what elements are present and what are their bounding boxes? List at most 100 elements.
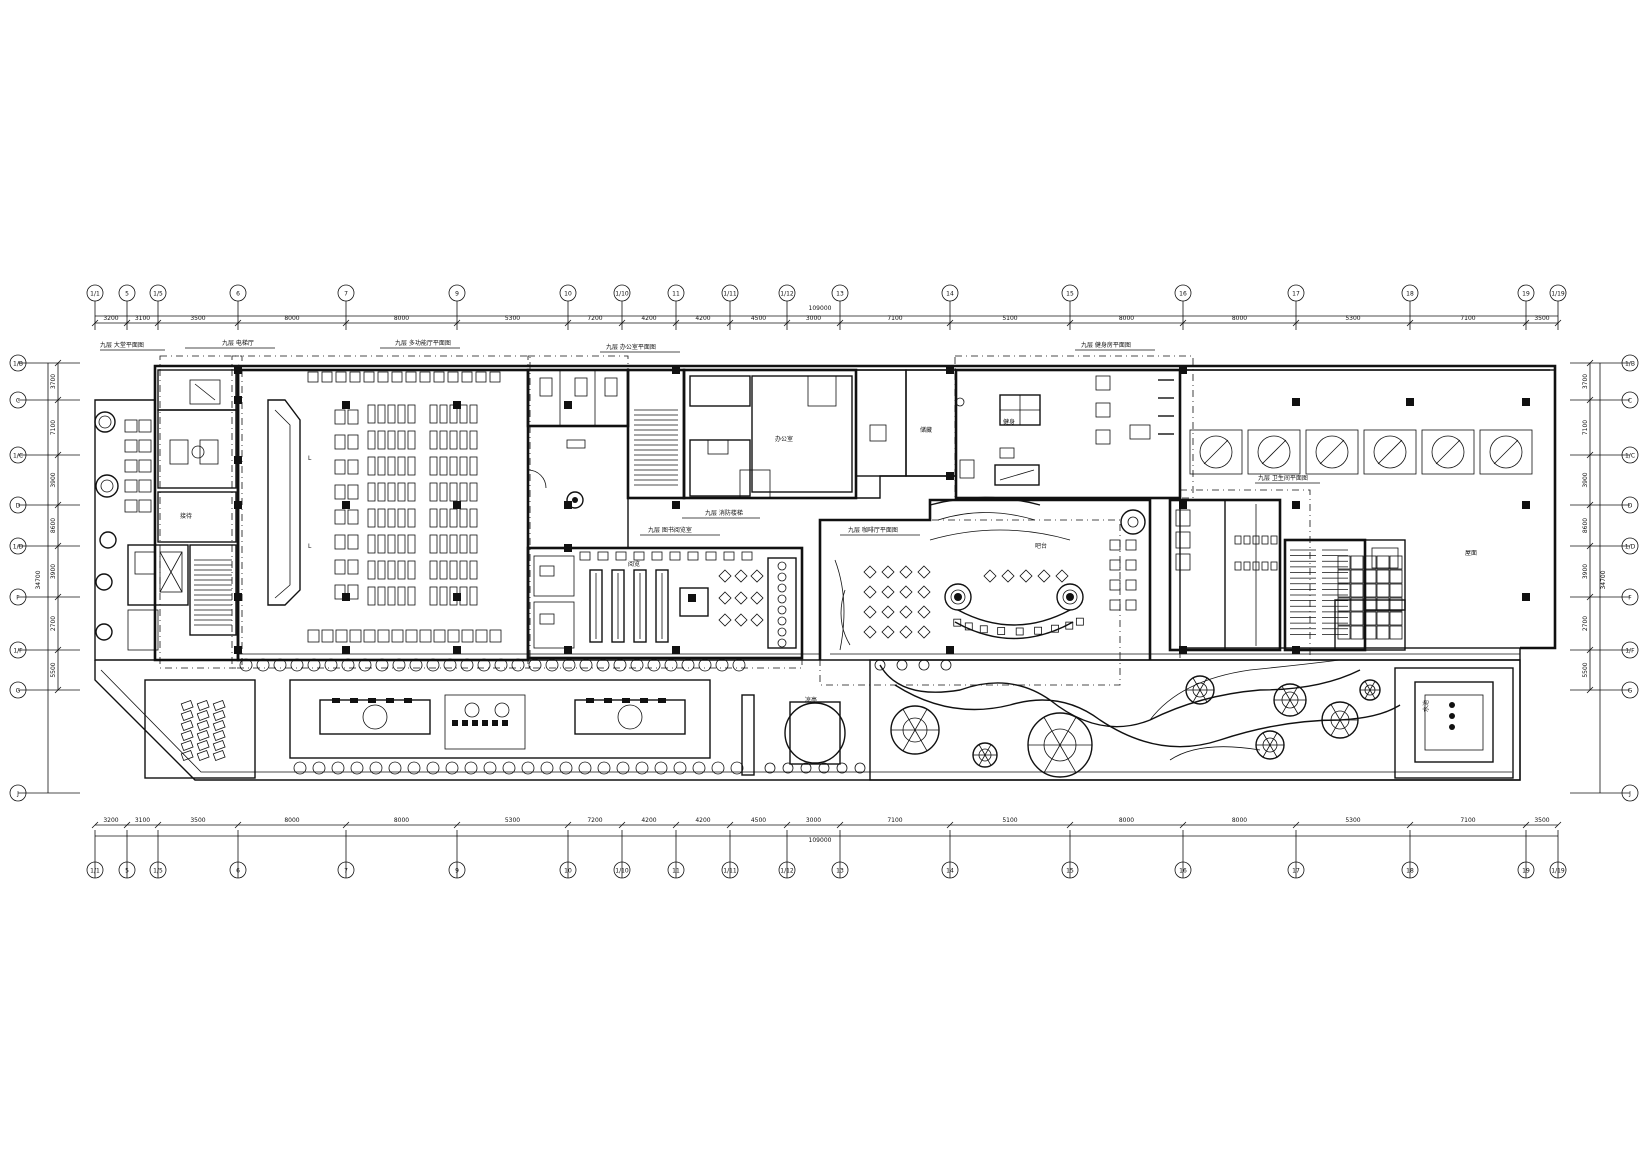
hall-front-seat	[363, 371, 375, 383]
dim-value: 7100	[50, 420, 57, 435]
hall-seat	[367, 430, 376, 450]
hedge-shrub	[426, 658, 440, 672]
tile	[1337, 597, 1351, 612]
hall-seat	[439, 430, 448, 450]
dim-value: 8000	[1119, 315, 1134, 322]
hedge-shrub	[918, 659, 930, 671]
tree-branch	[1364, 681, 1371, 691]
stage-mark-2: L	[308, 543, 312, 550]
right-total-dim: 34700	[1600, 570, 1607, 589]
column	[453, 401, 461, 409]
wash-basin	[1234, 535, 1242, 545]
dim-value: 4200	[641, 315, 656, 322]
column	[234, 501, 242, 509]
cafe-area: 吧台	[818, 496, 1152, 660]
planter-block	[492, 720, 498, 726]
axis-bubble	[118, 284, 136, 302]
hall-front-seat	[433, 371, 445, 383]
hall-seat	[377, 482, 386, 502]
pattern-dot	[777, 583, 787, 593]
axis-bubble	[831, 861, 849, 879]
room-label-reception: 接待	[180, 512, 192, 520]
axis-bubble	[1621, 354, 1639, 372]
axis-label: 1/1	[90, 291, 100, 298]
hall-front-seat	[475, 371, 487, 383]
hedge-shrub	[256, 658, 270, 672]
dim-tick	[1179, 821, 1187, 829]
tile	[1363, 625, 1377, 640]
hall-back-seat	[419, 629, 432, 643]
hall-front-seat	[321, 371, 333, 383]
planter-square	[124, 479, 138, 493]
hedge-shrub	[392, 658, 406, 672]
top-total-dim: 109000	[809, 305, 832, 312]
planter-block	[350, 698, 358, 703]
roof-column	[1522, 398, 1530, 406]
dim-value: 5300	[505, 315, 520, 322]
axis-label: 9	[455, 291, 459, 298]
axis-label: 15	[1066, 868, 1074, 875]
dim-tick	[342, 821, 350, 829]
fan-blade	[1493, 439, 1519, 465]
shrub	[464, 702, 480, 718]
tile	[1350, 555, 1364, 570]
axis-label: 10	[564, 868, 572, 875]
tile	[1389, 555, 1403, 570]
column	[946, 646, 954, 654]
tile	[1363, 611, 1377, 626]
axis-label: 14	[946, 868, 954, 875]
tree-branch	[1289, 685, 1299, 701]
planter-block	[586, 698, 594, 703]
lounge-seat	[180, 719, 194, 731]
hall-seat	[469, 508, 478, 528]
axis-label: 10	[564, 291, 572, 298]
axis-label: 1/12	[780, 291, 794, 298]
shrub	[494, 702, 510, 718]
hall-front-seat	[349, 371, 361, 383]
dim-value: 8000	[394, 315, 409, 322]
hall-seat	[439, 482, 448, 502]
fan-blade	[1203, 439, 1229, 465]
hedge-shrub	[711, 761, 725, 775]
axis-label: J	[1628, 791, 1631, 798]
hedge-shrub	[681, 658, 695, 672]
cafe-table	[863, 605, 877, 619]
lounge-seat	[180, 699, 194, 711]
room-label-office: 办公室	[775, 435, 793, 443]
dim-tick	[453, 821, 461, 829]
axis-bubble	[778, 861, 796, 879]
axis-label: 13	[836, 868, 844, 875]
hall-seat	[347, 484, 359, 500]
column	[1292, 501, 1300, 509]
dim-value: 3200	[103, 817, 118, 824]
fan-circle	[1199, 435, 1233, 469]
axis-bubble	[1621, 588, 1639, 606]
tree-branch	[984, 744, 992, 756]
reading-chair	[579, 551, 591, 561]
cafe-table	[1037, 569, 1051, 583]
tile	[1376, 555, 1390, 570]
hedge-shrub	[443, 658, 457, 672]
lounge-seat	[180, 749, 194, 761]
hall-seat	[377, 430, 386, 450]
reading-table	[750, 569, 764, 583]
axis-bubble	[1621, 784, 1639, 802]
dim-tick	[54, 451, 62, 459]
dim-value: 7200	[587, 817, 602, 824]
hedge-shrub	[854, 762, 866, 774]
hall-seat	[429, 508, 438, 528]
lower-terrace: 凉亭 水池	[144, 658, 1521, 781]
hedge-shrub	[369, 761, 383, 775]
cafe-seat	[1109, 599, 1121, 611]
hedge-shrub	[494, 658, 508, 672]
hall-seat	[469, 456, 478, 476]
grid-axis-right: 1/BC1/CD1/DF1/FGJ	[1570, 354, 1639, 802]
axis-label: 1/11	[723, 291, 737, 298]
dim-value: 7100	[1582, 420, 1589, 435]
axis-bubble	[1287, 284, 1305, 302]
dim-tick	[726, 319, 734, 327]
dim-value: 8000	[1232, 817, 1247, 824]
bookshelf	[589, 569, 603, 643]
axis-label: G	[1628, 688, 1633, 695]
hedge-shrub	[545, 658, 559, 672]
